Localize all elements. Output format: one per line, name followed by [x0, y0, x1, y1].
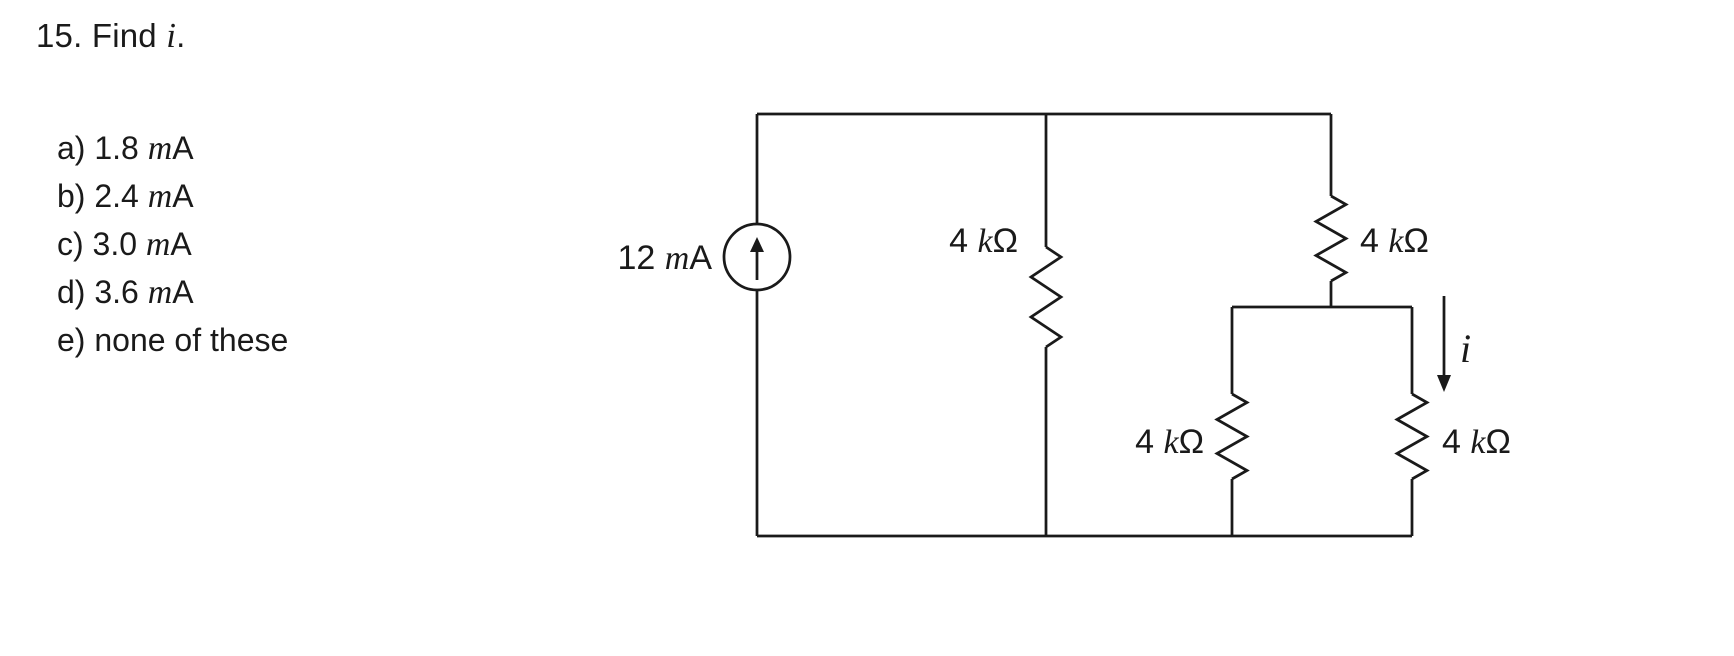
- option-d-text: d) 3.6: [57, 274, 148, 310]
- option-e-text: e) none of these: [57, 322, 289, 358]
- source-label-unit-italic: m: [665, 240, 690, 277]
- resistor-bottom-right-unit-italic: k: [1470, 424, 1486, 461]
- resistor-top-right-value: 4: [1360, 222, 1388, 260]
- question-suffix: .: [176, 17, 186, 54]
- resistor-middle: [1028, 245, 1064, 349]
- option-b: b) 2.4 mA: [57, 172, 288, 220]
- option-d-unit-italic: m: [147, 274, 173, 311]
- resistor-bottom-left-unit: Ω: [1179, 423, 1204, 461]
- option-e: e) none of these: [57, 316, 288, 364]
- resistor-bottom-right-value: 4: [1442, 423, 1470, 461]
- current-label: i: [1460, 326, 1471, 371]
- resistor-top-right: [1313, 194, 1349, 283]
- option-c-unit: A: [170, 226, 192, 262]
- resistor-middle-label: 4 kΩ: [949, 222, 1018, 260]
- resistor-top-right-label: 4 kΩ: [1360, 222, 1429, 260]
- option-c-unit-italic: m: [145, 226, 171, 263]
- question-title: 15. Find i.: [36, 16, 186, 56]
- option-a-unit-italic: m: [147, 130, 173, 167]
- option-b-unit: A: [172, 178, 194, 214]
- option-c: c) 3.0 mA: [57, 220, 288, 268]
- option-a-text: a) 1.8: [57, 130, 148, 166]
- resistor-top-right-unit: Ω: [1403, 222, 1428, 260]
- resistor-top-right-unit-italic: k: [1388, 223, 1404, 260]
- resistor-middle-unit-italic: k: [977, 223, 993, 260]
- question-variable: i: [166, 16, 177, 55]
- current-source-arrow-up-icon: [750, 237, 764, 252]
- resistor-bottom-right-unit: Ω: [1485, 423, 1510, 461]
- source-label-unit: A: [689, 239, 712, 277]
- option-b-unit-italic: m: [147, 178, 173, 215]
- resistor-bottom-right-label: 4 kΩ: [1442, 423, 1511, 461]
- option-d: d) 3.6 mA: [57, 268, 288, 316]
- source-label-value: 12: [617, 239, 664, 277]
- resistor-bottom-left-value: 4: [1135, 423, 1163, 461]
- resistor-middle-value: 4: [949, 222, 977, 260]
- option-b-text: b) 2.4: [57, 178, 148, 214]
- current-arrow-down-icon: [1437, 375, 1451, 392]
- resistor-middle-unit: Ω: [993, 222, 1018, 260]
- source-label: 12 mA: [617, 239, 712, 277]
- answer-options: a) 1.8 mA b) 2.4 mA c) 3.0 mA d) 3.6 mA …: [57, 124, 288, 364]
- resistor-bottom-left-label: 4 kΩ: [1135, 423, 1204, 461]
- resistor-bottom-left: [1214, 392, 1250, 481]
- option-c-text: c) 3.0: [57, 226, 146, 262]
- option-d-unit: A: [172, 274, 194, 310]
- resistor-bottom-right: [1394, 392, 1430, 481]
- current-source: [722, 222, 792, 292]
- resistor-bottom-left-unit-italic: k: [1163, 424, 1179, 461]
- question-text: 15. Find: [36, 17, 167, 54]
- option-a: a) 1.8 mA: [57, 124, 288, 172]
- option-a-unit: A: [172, 130, 194, 166]
